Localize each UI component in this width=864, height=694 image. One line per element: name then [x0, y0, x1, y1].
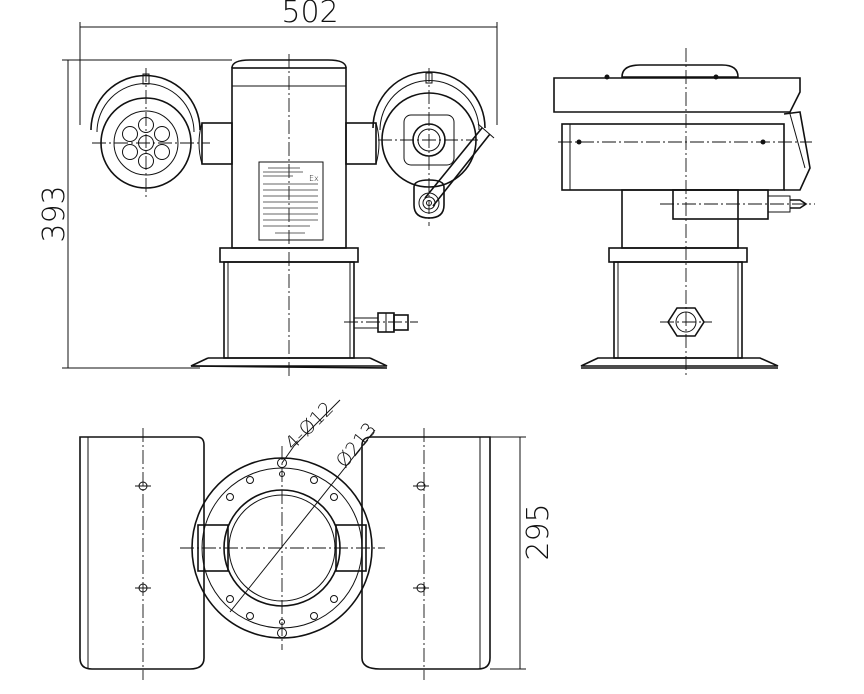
left-arm-connector [198, 122, 233, 165]
left-ir-lamp [90, 68, 210, 200]
center-body [231, 54, 347, 376]
top-left-housing [79, 428, 205, 680]
top-view: 4-Ø12 Ø213 295 [79, 398, 556, 680]
right-camera-housing [372, 68, 486, 226]
front-view: 502 393 [37, 0, 498, 376]
dimension-text-393: 393 [37, 185, 72, 242]
dimension-depth: 295 [490, 436, 556, 670]
bolt-circle-label: Ø213 [332, 418, 381, 472]
ex-mark: Ex [309, 174, 319, 183]
cable-gland [344, 312, 418, 333]
right-arm-connector [345, 122, 380, 165]
hole-spec-label: 4-Ø12 [281, 398, 338, 455]
nameplate: Ex [258, 161, 324, 241]
wiper-assembly [413, 123, 495, 219]
side-view [553, 48, 815, 378]
callout-leaders: 4-Ø12 Ø213 [229, 398, 381, 613]
dimension-overall-width: 502 [79, 0, 498, 125]
front-pan-base [190, 247, 388, 369]
dimension-text-502: 502 [281, 0, 338, 30]
dimension-text-295: 295 [521, 503, 556, 560]
flange [180, 446, 385, 650]
top-right-housing [361, 428, 491, 680]
dimension-overall-height: 393 [37, 59, 232, 369]
